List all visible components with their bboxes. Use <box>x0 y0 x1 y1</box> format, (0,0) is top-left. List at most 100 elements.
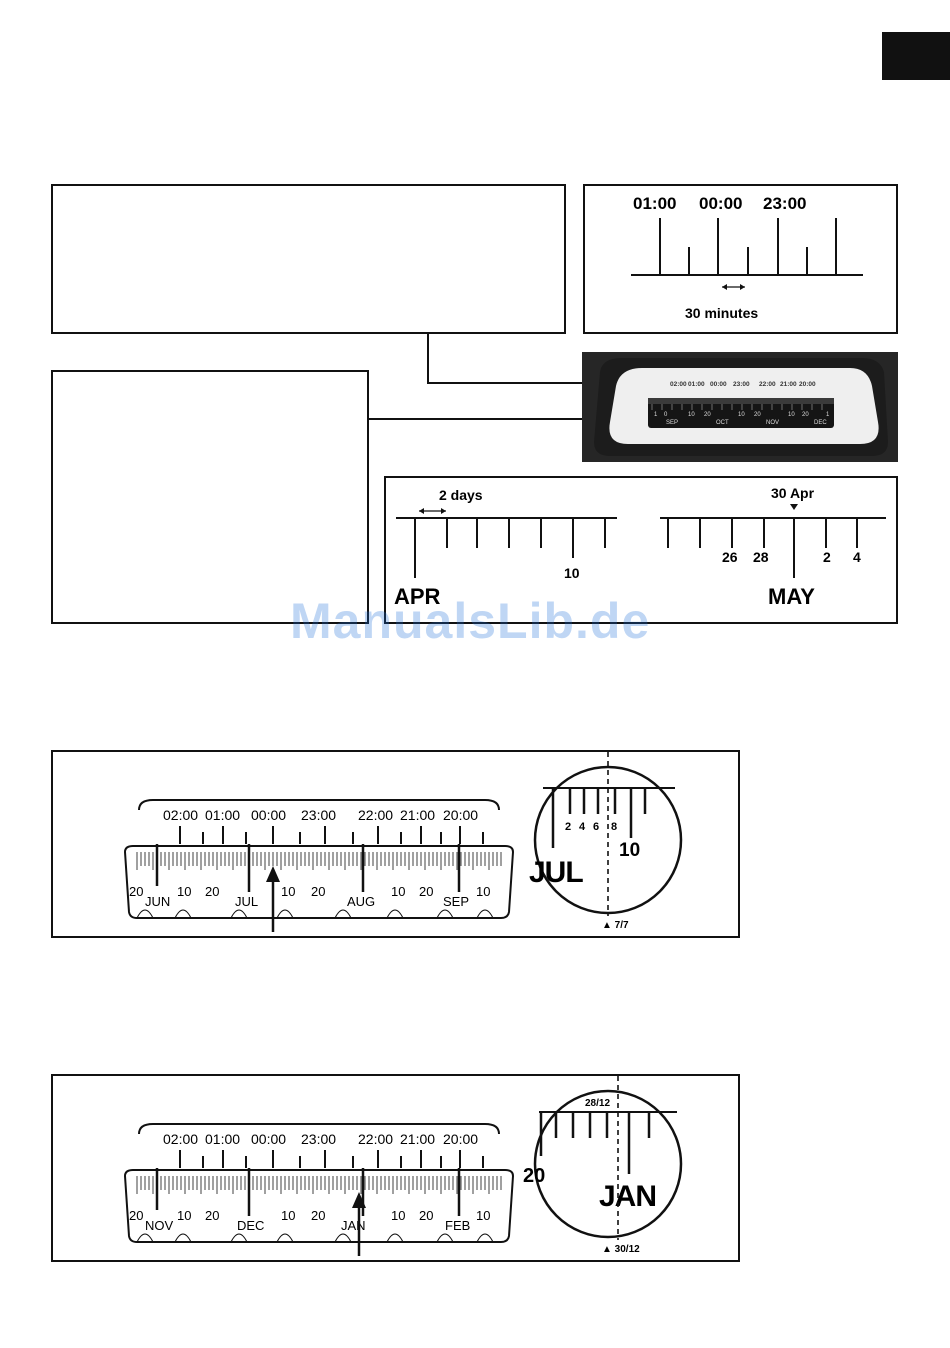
svg-text:10: 10 <box>476 1208 490 1223</box>
svg-text:JUN: JUN <box>145 894 170 909</box>
svg-text:NOV: NOV <box>145 1218 174 1233</box>
double-arrow-icon <box>419 508 446 514</box>
day-labels: 20 10 20 10 20 10 20 10 <box>129 1208 490 1223</box>
pointer-arrow-icon <box>352 1192 366 1256</box>
device-photo: 02:00 01:00 00:00 23:00 22:00 21:00 20:0… <box>582 352 898 462</box>
interval-label: 30 minutes <box>685 305 758 321</box>
svg-text:10: 10 <box>391 1208 405 1223</box>
svg-text:10: 10 <box>688 412 695 418</box>
svg-text:21:00: 21:00 <box>780 381 797 388</box>
svg-text:23:00: 23:00 <box>301 1131 336 1147</box>
time-label: 01:00 <box>633 194 676 213</box>
svg-text:20:00: 20:00 <box>799 381 816 388</box>
photo-date-scale: 1 0 SEP 10 20 OCT 10 20 NOV 10 20 DEC 1 <box>654 412 830 426</box>
time-labels: 02:00 01:00 00:00 23:00 22:00 21:00 20:0… <box>163 807 478 823</box>
svg-text:FEB: FEB <box>445 1218 470 1233</box>
svg-text:SEP: SEP <box>443 894 469 909</box>
svg-text:JAN: JAN <box>341 1218 366 1233</box>
svg-text:20: 20 <box>311 1208 325 1223</box>
svg-text:20: 20 <box>704 412 711 418</box>
svg-text:20: 20 <box>419 884 433 899</box>
svg-text:OCT: OCT <box>716 420 729 426</box>
svg-text:2: 2 <box>565 821 571 833</box>
svg-text:1: 1 <box>654 412 658 418</box>
svg-text:0: 0 <box>664 412 668 418</box>
scale-svg-2: 02:00 01:00 00:00 23:00 22:00 21:00 20:0… <box>123 1076 683 1256</box>
zoom-caption: ▲ 7/7 <box>602 920 629 931</box>
svg-text:20: 20 <box>205 884 219 899</box>
svg-text:AUG: AUG <box>347 894 375 909</box>
date-scale-figure: 2 days 30 Apr 10 26 28 2 4 APR MAY <box>384 476 898 624</box>
svg-text:21:00: 21:00 <box>400 807 435 823</box>
svg-text:1: 1 <box>826 412 830 418</box>
day-number: 26 <box>722 549 738 565</box>
svg-text:10: 10 <box>177 1208 191 1223</box>
svg-text:01:00: 01:00 <box>205 807 240 823</box>
month-label: APR <box>394 584 441 609</box>
svg-text:02:00: 02:00 <box>163 807 198 823</box>
photo-time-scale: 02:00 01:00 00:00 23:00 22:00 21:00 20:0… <box>670 381 816 388</box>
scale-illustration-2: 02:00 01:00 00:00 23:00 22:00 21:00 20:0… <box>51 1074 740 1262</box>
svg-text:22:00: 22:00 <box>759 381 776 388</box>
svg-text:20: 20 <box>754 412 761 418</box>
svg-text:10: 10 <box>177 884 191 899</box>
svg-text:20:00: 20:00 <box>443 1131 478 1147</box>
svg-text:01:00: 01:00 <box>688 381 705 388</box>
svg-text:21:00: 21:00 <box>400 1131 435 1147</box>
marker-triangle-icon <box>790 504 798 510</box>
callout-box-top <box>51 184 566 334</box>
scale-illustration-1: 02:00 01:00 00:00 23:00 22:00 21:00 20:0… <box>51 750 740 938</box>
month-label: MAY <box>768 584 815 609</box>
double-arrow-icon <box>722 284 745 290</box>
scale-svg-1: 02:00 01:00 00:00 23:00 22:00 21:00 20:0… <box>123 752 683 932</box>
day-number: 4 <box>853 549 861 565</box>
svg-text:10: 10 <box>281 884 295 899</box>
zoom-top-label: 28/12 <box>585 1098 610 1109</box>
time-label: 00:00 <box>699 194 742 213</box>
svg-text:20:00: 20:00 <box>443 807 478 823</box>
svg-text:6: 6 <box>593 821 599 833</box>
svg-text:NOV: NOV <box>766 420 779 426</box>
svg-text:23:00: 23:00 <box>301 807 336 823</box>
svg-text:00:00: 00:00 <box>251 1131 286 1147</box>
svg-text:02:00: 02:00 <box>163 1131 198 1147</box>
time-labels: 02:00 01:00 00:00 23:00 22:00 21:00 20:0… <box>163 1131 478 1147</box>
interval-label: 2 days <box>439 487 483 503</box>
svg-text:SEP: SEP <box>666 420 678 426</box>
svg-text:20: 20 <box>311 884 325 899</box>
zoom-caption: ▲ 30/12 <box>602 1244 640 1255</box>
month-labels: JUN JUL AUG SEP <box>145 894 469 909</box>
day-labels: 20 10 20 10 20 10 20 10 <box>129 884 490 899</box>
svg-text:10: 10 <box>476 884 490 899</box>
svg-text:10: 10 <box>788 412 795 418</box>
zoom-numbers: 2 4 6 8 <box>565 821 617 833</box>
watermark: ManualsLib.de <box>290 593 651 649</box>
day-number: 10 <box>564 565 580 581</box>
svg-text:23:00: 23:00 <box>733 381 750 388</box>
svg-text:JUL: JUL <box>235 894 258 909</box>
svg-text:10: 10 <box>738 412 745 418</box>
callout-box-left <box>51 370 369 624</box>
svg-text:8: 8 <box>611 821 617 833</box>
svg-text:20: 20 <box>802 412 809 418</box>
svg-text:20: 20 <box>129 884 143 899</box>
svg-text:22:00: 22:00 <box>358 807 393 823</box>
zoom-day: 20 <box>523 1165 545 1187</box>
svg-text:20: 20 <box>129 1208 143 1223</box>
svg-text:10: 10 <box>281 1208 295 1223</box>
page-tab-marker <box>882 32 950 80</box>
svg-text:10: 10 <box>391 884 405 899</box>
svg-text:22:00: 22:00 <box>358 1131 393 1147</box>
svg-text:02:00: 02:00 <box>670 381 687 388</box>
day-number: 28 <box>753 549 769 565</box>
time-scale-figure: 01:00 00:00 23:00 30 minutes <box>583 184 898 334</box>
svg-text:DEC: DEC <box>237 1218 264 1233</box>
date-marker-label: 30 Apr <box>771 485 815 501</box>
time-label: 23:00 <box>763 194 806 213</box>
svg-text:00:00: 00:00 <box>710 381 727 388</box>
pointer-arrow-icon <box>266 866 280 932</box>
svg-text:20: 20 <box>419 1208 433 1223</box>
zoom-day: 10 <box>619 840 640 861</box>
svg-text:DEC: DEC <box>814 420 827 426</box>
zoom-month: JUL <box>529 856 583 889</box>
